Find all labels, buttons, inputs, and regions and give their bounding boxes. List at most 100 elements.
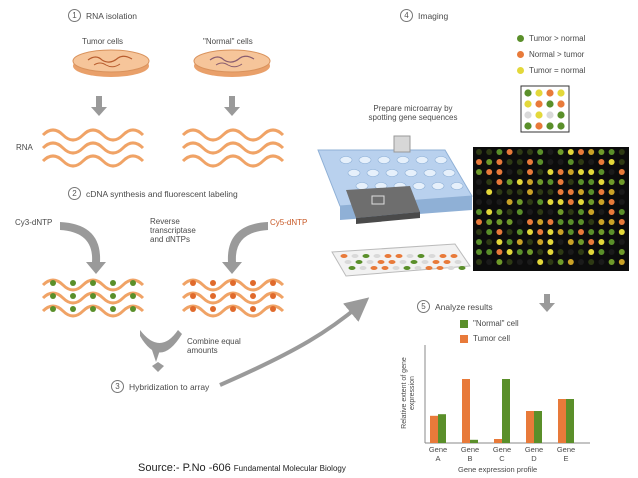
scan-spot bbox=[588, 189, 595, 195]
plate-well bbox=[434, 156, 448, 164]
plate-well bbox=[355, 182, 369, 190]
cy5-label-dot bbox=[250, 280, 256, 286]
legend-tumor-greater-label: Tumor > normal bbox=[529, 34, 586, 43]
scan-spot bbox=[567, 149, 574, 155]
plate-well bbox=[423, 169, 437, 177]
scan-spot bbox=[588, 169, 595, 175]
microarray-scan-image bbox=[473, 147, 629, 271]
normal-dish-icon bbox=[193, 49, 271, 77]
scan-spot bbox=[547, 149, 554, 155]
cy3-label-dot bbox=[110, 306, 116, 312]
step-4: 4 Imaging bbox=[400, 9, 448, 22]
scan-spot bbox=[598, 159, 605, 165]
scan-spot bbox=[618, 209, 625, 215]
scan-spot bbox=[557, 209, 564, 215]
scan-spot bbox=[608, 229, 615, 235]
slide-spot bbox=[425, 266, 433, 270]
orange-dot-icon bbox=[517, 51, 524, 58]
scan-spot bbox=[506, 199, 513, 205]
scan-spot bbox=[527, 169, 533, 175]
scan-spot bbox=[608, 209, 615, 215]
rna-strands-normal bbox=[181, 128, 285, 168]
scan-spot bbox=[567, 199, 574, 205]
step-5-number: 5 bbox=[417, 300, 430, 313]
scan-spot bbox=[567, 189, 574, 195]
cy3-label-dot bbox=[90, 293, 96, 299]
scan-spot bbox=[496, 239, 503, 245]
scan-spot bbox=[527, 159, 533, 165]
scan-spot bbox=[516, 209, 523, 215]
slide-spot bbox=[458, 266, 466, 270]
chart-y-label: Relative extent of gene expression bbox=[400, 357, 416, 429]
scan-spot bbox=[537, 209, 544, 215]
scan-spot bbox=[547, 229, 554, 235]
plate-well bbox=[396, 156, 410, 164]
scan-spot bbox=[618, 159, 625, 165]
scan-spot bbox=[527, 219, 533, 225]
scan-spot bbox=[618, 249, 625, 255]
spotting-robot-icon bbox=[346, 186, 420, 224]
scan-spot bbox=[527, 259, 533, 265]
scan-spot bbox=[578, 149, 584, 155]
slide-spot bbox=[351, 254, 359, 258]
scan-spot bbox=[486, 249, 493, 255]
scan-spot bbox=[578, 169, 584, 175]
bar-tumor-2 bbox=[462, 379, 470, 443]
scan-spot bbox=[506, 149, 513, 155]
cy5-label: Cy5-dNTP bbox=[270, 218, 308, 227]
scan-spot bbox=[476, 209, 482, 215]
legend-equal: Tumor = normal bbox=[517, 66, 585, 75]
slide-spot bbox=[428, 254, 436, 258]
scan-spot bbox=[618, 189, 625, 195]
slide-spot bbox=[454, 260, 462, 264]
scan-spot bbox=[557, 249, 564, 255]
mini-array-spot bbox=[524, 111, 532, 119]
hybridization-arrow bbox=[219, 297, 370, 387]
scan-spot bbox=[608, 159, 615, 165]
scan-spot bbox=[537, 169, 544, 175]
mini-array-spot bbox=[535, 89, 543, 97]
mini-array-spot bbox=[557, 89, 565, 97]
scan-spot bbox=[506, 189, 513, 195]
slide-spot bbox=[417, 254, 425, 258]
step-1-label: RNA isolation bbox=[86, 10, 138, 21]
scan-spot bbox=[476, 159, 482, 165]
chart-legend-tumor: Tumor cell bbox=[460, 334, 510, 343]
scan-spot bbox=[608, 259, 615, 265]
chart-x-label: Gene expression profile bbox=[458, 465, 538, 474]
category-label: Gene A bbox=[428, 445, 448, 463]
slide-spot bbox=[373, 254, 381, 258]
step-5-label: Analyze results bbox=[435, 301, 493, 312]
chart-legend-normal: "Normal" cell bbox=[460, 319, 519, 328]
slide-spot bbox=[439, 254, 447, 258]
microarray-slide-icon bbox=[331, 243, 471, 277]
scan-spot bbox=[506, 249, 513, 255]
legend-normal-greater-label: Normal > tumor bbox=[529, 50, 585, 59]
cy5-label-dot bbox=[250, 306, 256, 312]
scan-spot bbox=[486, 259, 493, 265]
scan-spot bbox=[578, 219, 584, 225]
scan-spot bbox=[506, 219, 513, 225]
scan-spot bbox=[608, 149, 615, 155]
scan-spot bbox=[588, 149, 595, 155]
scan-spot bbox=[476, 219, 482, 225]
plate-well bbox=[412, 182, 426, 190]
scan-spot bbox=[578, 229, 584, 235]
source-caption-book: Fundamental Molecular Biology bbox=[233, 464, 346, 473]
scan-spot bbox=[537, 249, 544, 255]
scan-spot bbox=[578, 249, 584, 255]
slide-spot bbox=[395, 254, 403, 258]
scan-spot bbox=[588, 259, 595, 265]
scan-spot bbox=[608, 239, 615, 245]
scan-spot bbox=[527, 179, 533, 185]
scan-spot bbox=[476, 229, 482, 235]
scan-spot bbox=[608, 169, 615, 175]
slide-spot bbox=[392, 266, 400, 270]
cy5-label-dot bbox=[230, 306, 236, 312]
scan-spot bbox=[557, 179, 564, 185]
scan-spot bbox=[486, 229, 493, 235]
combine-label: Combine equal amounts bbox=[187, 337, 241, 356]
slide-spot bbox=[403, 266, 411, 270]
scan-spot bbox=[506, 209, 513, 215]
cy3-label-dot bbox=[90, 306, 96, 312]
